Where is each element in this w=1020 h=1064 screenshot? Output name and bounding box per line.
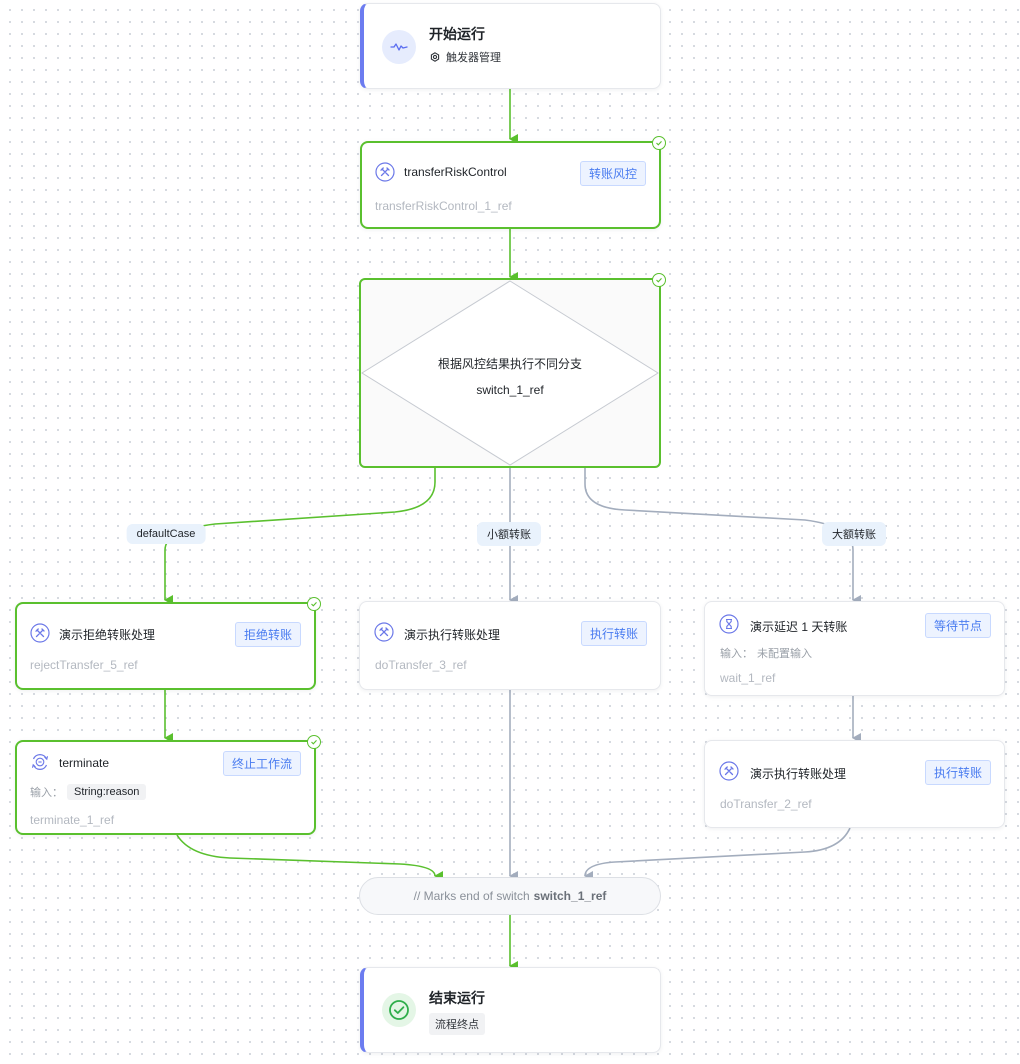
edge-label-default-case: defaultCase — [126, 524, 206, 544]
switch-title: 根据风控结果执行不同分支 — [437, 357, 582, 371]
start-title: 开始运行 — [429, 26, 485, 42]
node-terminate[interactable]: terminate 终止工作流 输入： String:reason termin… — [15, 735, 321, 835]
node-title: 演示拒绝转账处理 — [59, 628, 156, 642]
node-tag: 等待节点 — [924, 613, 991, 638]
edge-terminate-join — [176, 834, 444, 881]
node-tag: 拒绝转账 — [234, 622, 301, 647]
input-label: 输入： — [30, 787, 63, 799]
node-ref: transferRiskControl_1_ref — [375, 199, 512, 213]
node-do-transfer-3[interactable]: 演示执行转账处理 执行转账 doTransfer_3_ref — [359, 601, 661, 690]
node-switch-join[interactable]: // Marks end of switch switch_1_ref — [359, 877, 661, 915]
join-prefix: // Marks end of switch — [413, 889, 530, 903]
waveform-icon — [382, 30, 416, 64]
terminate-icon — [31, 754, 49, 770]
node-title: transferRiskControl — [404, 165, 507, 179]
node-wait[interactable]: 演示延迟 1 天转账 等待节点 输入： 未配置输入 wait_1_ref — [704, 601, 1005, 696]
node-ref: wait_1_ref — [720, 671, 776, 685]
status-check-icon — [307, 597, 321, 611]
node-tag: 终止工作流 — [222, 751, 301, 776]
node-title: 演示执行转账处理 — [404, 628, 501, 642]
trigger-manage-link[interactable]: 触发器管理 — [429, 49, 501, 65]
start-node[interactable]: 开始运行 触发器管理 — [360, 3, 661, 89]
node-switch[interactable]: 根据风控结果执行不同分支 switch_1_ref — [359, 273, 666, 468]
end-subtitle: 流程终点 — [429, 1013, 485, 1035]
node-input: 输入： String:reason — [30, 784, 147, 800]
switch-diamond — [361, 280, 659, 466]
node-tag: 转账风控 — [579, 161, 646, 186]
check-circle-icon — [382, 993, 416, 1027]
status-check-icon — [307, 735, 321, 749]
tools-icon — [375, 162, 395, 182]
join-ref: switch_1_ref — [533, 889, 607, 903]
hourglass-icon — [719, 614, 739, 634]
node-reject-transfer[interactable]: 演示拒绝转账处理 拒绝转账 rejectTransfer_5_ref — [15, 597, 321, 690]
tools-icon — [30, 623, 50, 643]
node-ref: doTransfer_3_ref — [375, 658, 467, 672]
node-title: terminate — [59, 756, 110, 770]
input-label: 输入： — [720, 648, 753, 660]
input-value: String:reason — [67, 784, 147, 800]
edge-label-small-transfer: 小额转账 — [477, 522, 541, 546]
node-ref: rejectTransfer_5_ref — [30, 658, 138, 672]
node-ref: doTransfer_2_ref — [720, 797, 812, 811]
tools-icon — [374, 622, 394, 642]
node-title: 演示延迟 1 天转账 — [750, 620, 848, 634]
switch-ref: switch_1_ref — [476, 383, 544, 397]
gear-icon — [430, 52, 440, 62]
node-tag: 执行转账 — [924, 760, 991, 785]
node-title: 演示执行转账处理 — [750, 767, 847, 781]
node-input: 输入： 未配置输入 — [720, 645, 812, 661]
start-subtitle: 触发器管理 — [446, 52, 501, 64]
status-check-icon — [652, 273, 666, 287]
node-transfer-risk-control[interactable]: transferRiskControl 转账风控 transferRiskCon… — [360, 136, 666, 229]
node-do-transfer-2[interactable]: 演示执行转账处理 执行转账 doTransfer_2_ref — [704, 740, 1005, 828]
edge-switch-default — [164, 468, 436, 605]
edge-do2-join — [584, 827, 851, 882]
edge-switch-large — [584, 468, 861, 605]
input-value: 未配置输入 — [757, 648, 812, 660]
end-title: 结束运行 — [429, 990, 485, 1006]
node-tag: 执行转账 — [580, 621, 647, 646]
edge-label-large-transfer: 大额转账 — [822, 522, 886, 546]
node-ref: terminate_1_ref — [30, 813, 115, 827]
status-check-icon — [652, 136, 666, 150]
end-subtitle-wrap: 流程终点 — [429, 1013, 485, 1035]
end-node[interactable]: 结束运行 流程终点 — [360, 967, 661, 1053]
tools-icon — [719, 761, 739, 781]
